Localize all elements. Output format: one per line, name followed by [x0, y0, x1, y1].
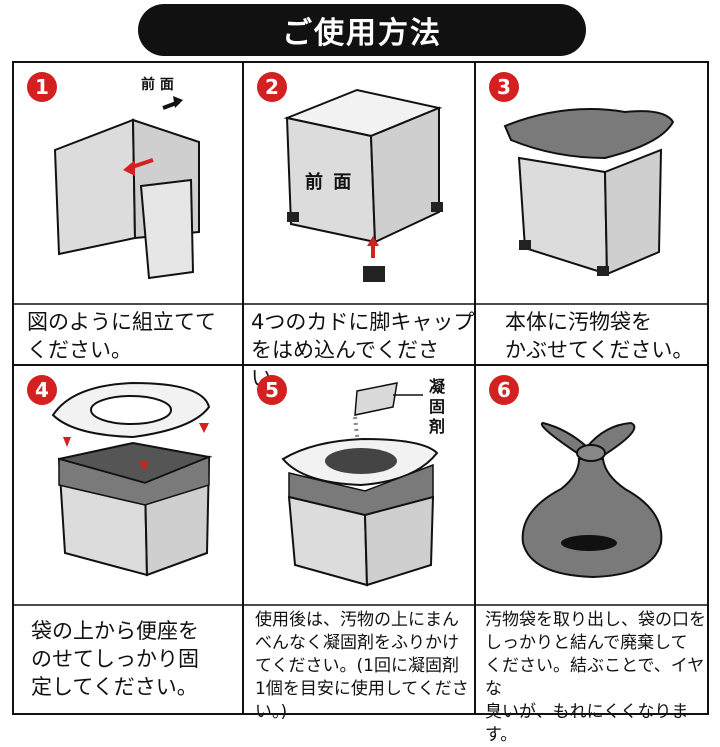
step-4: 4 袋の上から便座を のせてしっかり固 定してください。 [13, 365, 243, 705]
step-6-text: 汚物袋を取り出し、袋の口を しっかりと結んで廃棄して ください。結ぶことで、イヤ… [485, 610, 706, 745]
step-2-front-label: 前 面 [305, 172, 354, 193]
step-5: 5 凝 固 剤 使用後は、汚物の上にまん べんなく凝固剤をふりかけ てください。… [243, 365, 475, 722]
instruction-grid [12, 61, 709, 715]
bag-icon [521, 421, 663, 579]
step-1-front-label: 前 面 [141, 77, 174, 93]
step-3-text: 本体に汚物袋を かぶせてください。 [505, 310, 694, 362]
step-3-number: 3 [489, 72, 519, 102]
step-6: 6 汚物袋を取り出し、袋の口を しっかりと結んで廃棄して ください。結ぶことで、… [475, 365, 708, 745]
step-2-number: 2 [257, 72, 287, 102]
title-banner: ご使用方法 [138, 4, 586, 56]
step-4-text: 袋の上から便座を のせてしっかり固 定してください。 [31, 619, 199, 699]
step-4-illustration [51, 381, 213, 577]
step-5-agent-label: 凝 固 剤 [429, 377, 446, 436]
step-1-illustration [53, 96, 200, 280]
step-4-number: 4 [27, 375, 57, 405]
step-5-text: 使用後は、汚物の上にまん べんなく凝固剤をふりかけ てください。(1回に凝固剤 … [255, 610, 469, 722]
step-2-illustration [283, 88, 443, 282]
step-3: 3 本体に汚物袋を かぶせてください。 [475, 62, 708, 365]
step-6-number: 6 [489, 375, 519, 405]
step-2-text: 4つのカドに脚キャップ をはめ込んでください。 [251, 310, 475, 390]
step-1: 1 前 面 図のように組立てて ください。 [13, 62, 243, 365]
step-1-number: 1 [27, 72, 57, 102]
step-5-illustration [281, 382, 439, 587]
step-3-illustration [503, 108, 675, 276]
page-title: ご使用方法 [282, 16, 442, 51]
step-2: 2 前 面 4つのカドに脚キャップ をはめ込んでください。 [243, 62, 475, 390]
step-1-text: 図のように組立てて ください。 [27, 310, 216, 362]
step-5-number: 5 [257, 375, 287, 405]
